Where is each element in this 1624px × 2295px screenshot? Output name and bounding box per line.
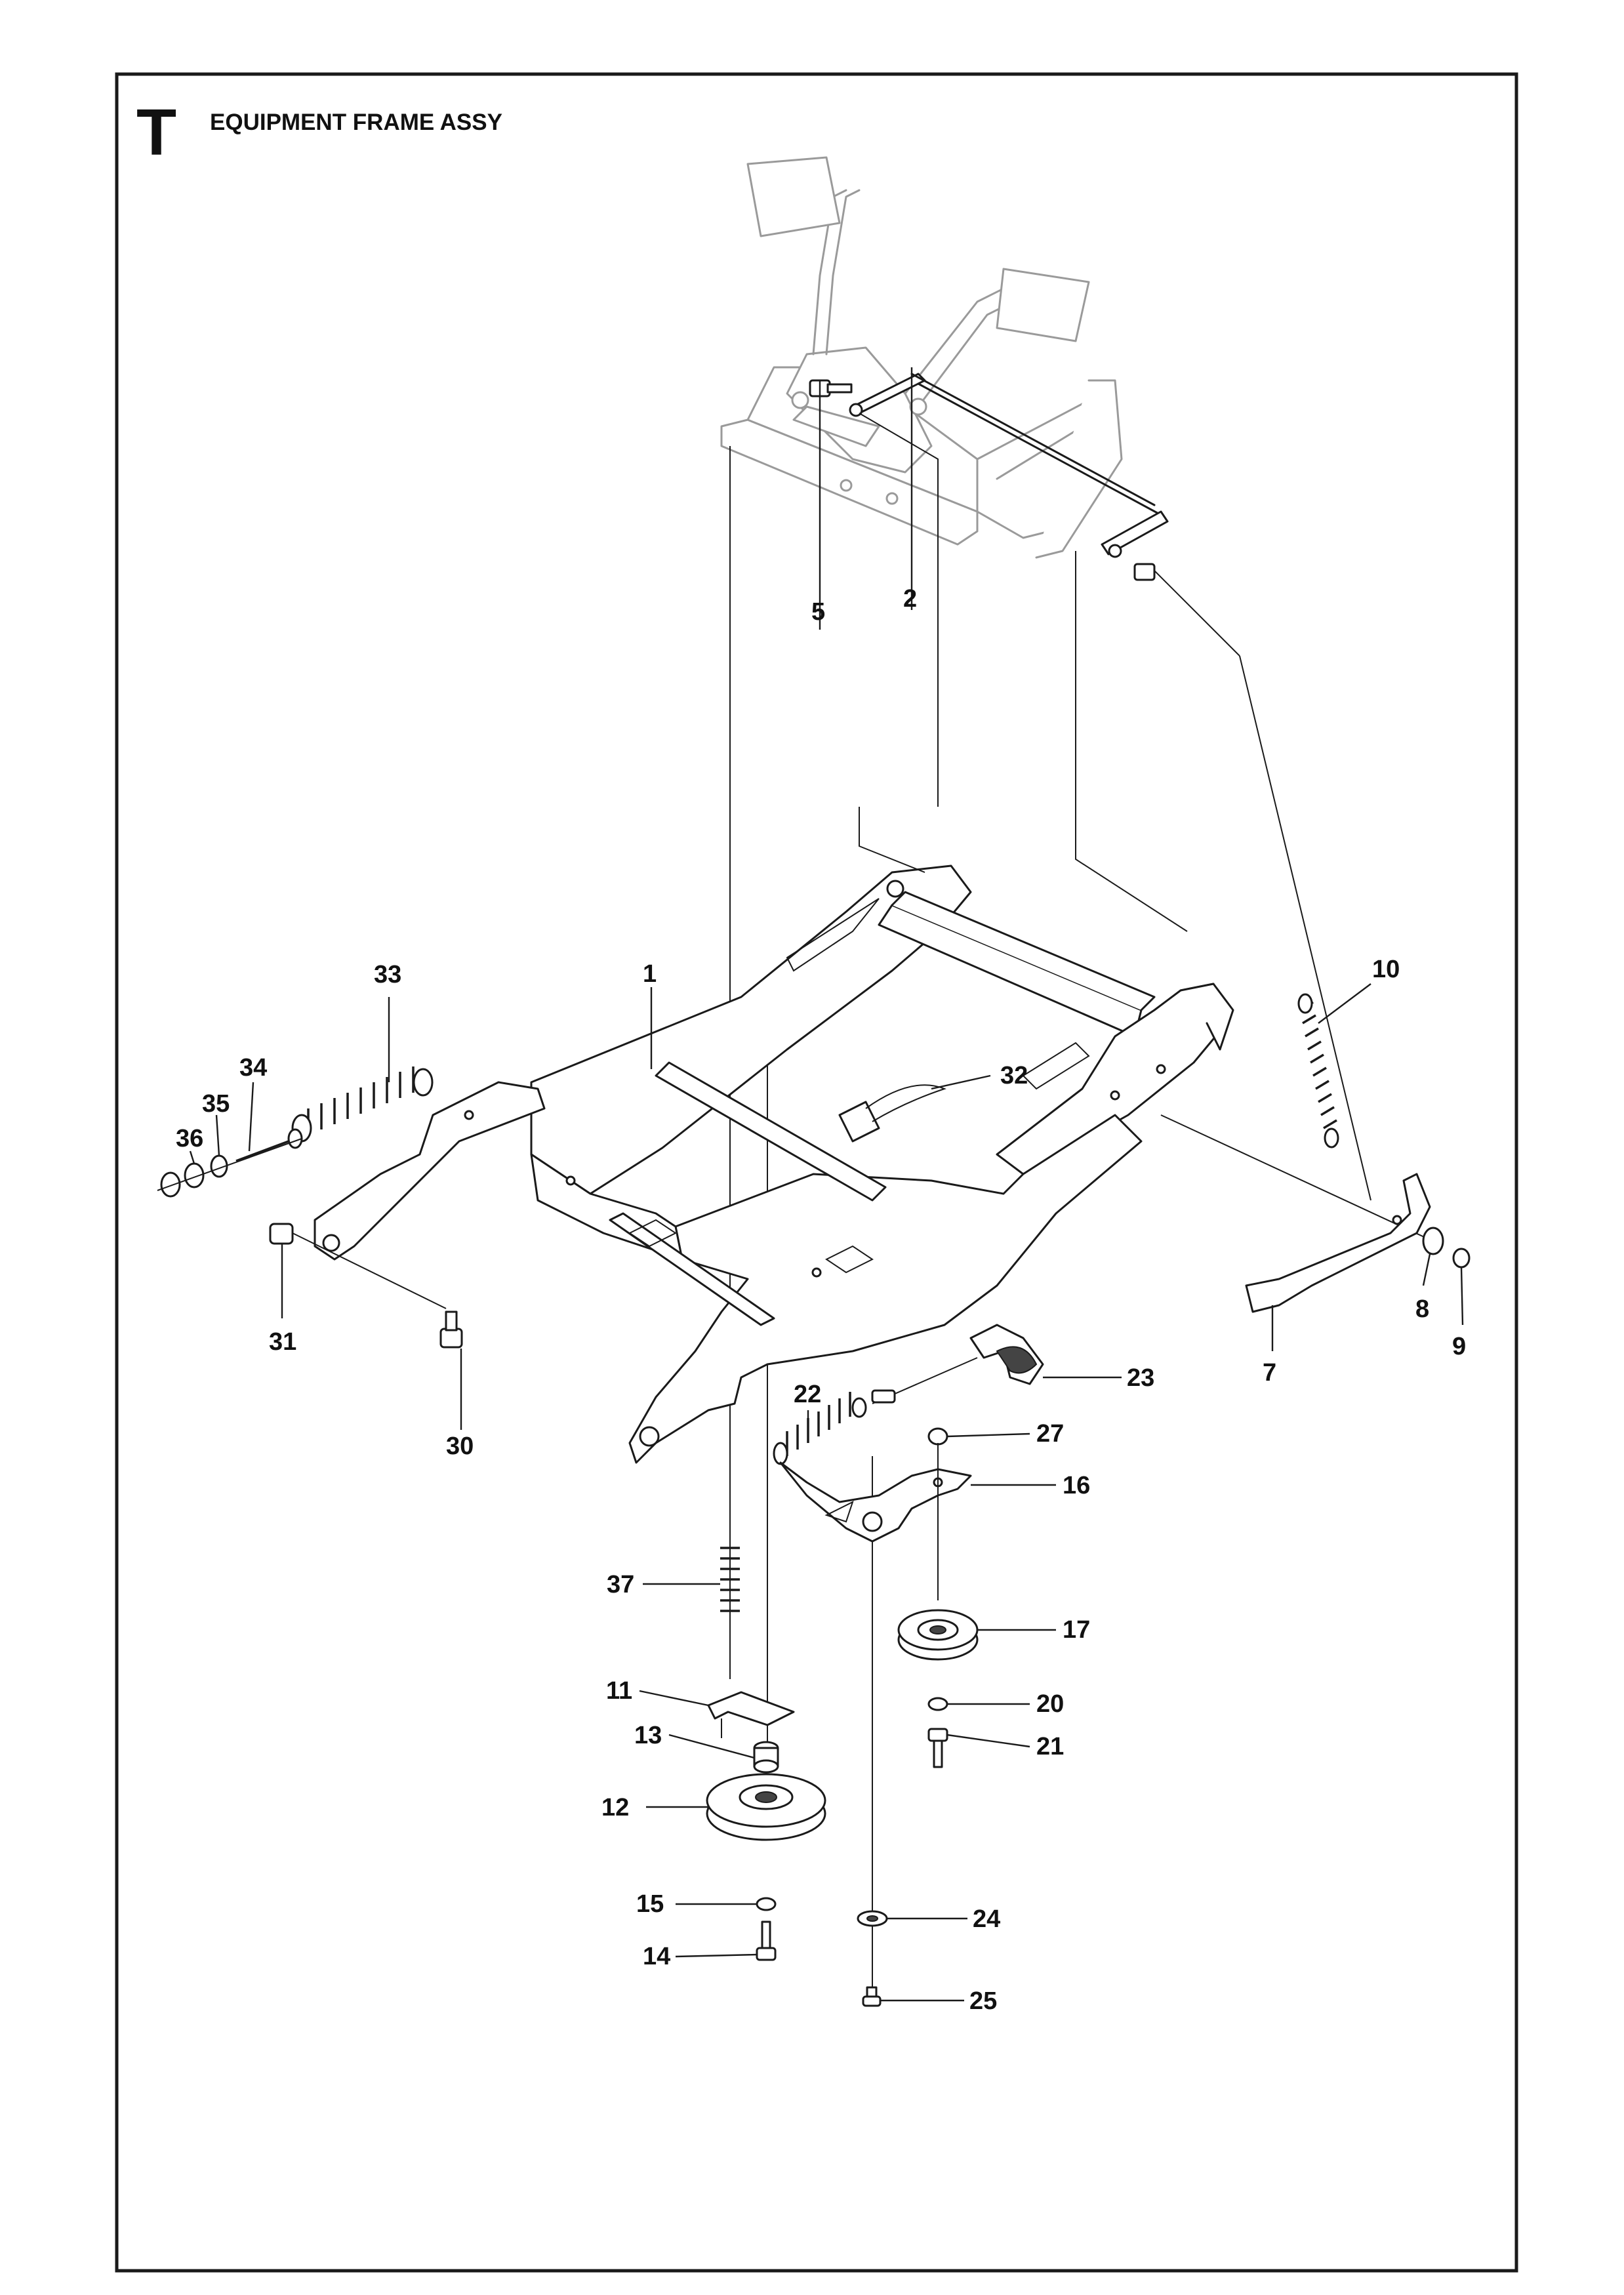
part-36-nut-2 bbox=[160, 1171, 181, 1198]
callout-14: 14 bbox=[643, 1943, 670, 1970]
callout-35: 35 bbox=[202, 1090, 230, 1118]
page-title: EQUIPMENT FRAME ASSY bbox=[210, 110, 502, 135]
part-10-spring bbox=[1297, 993, 1339, 1148]
rod-end-bolt bbox=[1133, 563, 1156, 581]
pedal-assembly-ghost bbox=[720, 156, 1123, 559]
part-13-bushing bbox=[753, 1741, 779, 1774]
callout-31: 31 bbox=[269, 1328, 296, 1356]
callout-7: 7 bbox=[1263, 1359, 1276, 1387]
callout-24: 24 bbox=[973, 1905, 1000, 1933]
section-letter: T bbox=[136, 96, 176, 169]
callout-33: 33 bbox=[374, 961, 401, 988]
part-9-screw bbox=[1452, 1248, 1471, 1269]
part-32-hairpin bbox=[838, 1084, 946, 1143]
part-27-nut bbox=[927, 1427, 948, 1446]
part-31-nut bbox=[269, 1223, 447, 1309]
part-14-bolt bbox=[756, 1920, 777, 1961]
left-pivot-arm bbox=[314, 1081, 546, 1261]
callout-32: 32 bbox=[1000, 1062, 1028, 1089]
part-37-spring bbox=[720, 1547, 740, 1612]
callout-17: 17 bbox=[1063, 1616, 1090, 1644]
callout-21: 21 bbox=[1036, 1733, 1064, 1760]
callout-labels: 1 2 5 7 8 9 10 11 12 13 14 15 16 17 20 2… bbox=[176, 585, 1466, 2015]
callout-36: 36 bbox=[176, 1125, 203, 1152]
callout-22: 22 bbox=[794, 1381, 821, 1408]
part-24-washer bbox=[857, 1910, 888, 1927]
equipment-frame bbox=[530, 864, 1234, 1464]
page-border bbox=[115, 72, 1518, 2273]
callout-13: 13 bbox=[634, 1722, 662, 1749]
callout-1: 1 bbox=[643, 960, 657, 988]
callout-10: 10 bbox=[1372, 956, 1400, 983]
callout-9: 9 bbox=[1452, 1333, 1466, 1360]
part-20-washer bbox=[927, 1697, 948, 1711]
part-8-washer bbox=[1422, 1227, 1444, 1255]
part-11-bracket bbox=[707, 1691, 795, 1738]
part-23-cable bbox=[871, 1324, 1044, 1404]
callout-8: 8 bbox=[1415, 1295, 1429, 1323]
callout-16: 16 bbox=[1063, 1472, 1090, 1499]
part-2-rod bbox=[849, 373, 1169, 558]
callout-5: 5 bbox=[811, 598, 825, 626]
callout-27: 27 bbox=[1036, 1420, 1064, 1448]
part-25-bolt bbox=[862, 1986, 882, 2007]
callout-37: 37 bbox=[607, 1571, 634, 1598]
part-16-idler-bracket bbox=[779, 1461, 972, 1543]
callout-leaders bbox=[189, 367, 1464, 2002]
part-34-bolt bbox=[235, 1128, 303, 1162]
callout-15: 15 bbox=[636, 1890, 664, 1918]
callout-23: 23 bbox=[1127, 1364, 1154, 1392]
part-30-bolt bbox=[439, 1310, 463, 1349]
part-12-pulley bbox=[706, 1773, 826, 1841]
callout-30: 30 bbox=[446, 1432, 474, 1460]
callout-20: 20 bbox=[1036, 1690, 1064, 1718]
part-21-bolt bbox=[927, 1728, 948, 1768]
callout-2: 2 bbox=[903, 585, 917, 613]
callout-34: 34 bbox=[239, 1054, 267, 1082]
callout-11: 11 bbox=[606, 1677, 632, 1705]
part-15-washer bbox=[756, 1897, 777, 1911]
part-17-idler-pulley bbox=[897, 1609, 979, 1661]
callout-12: 12 bbox=[601, 1794, 629, 1821]
callout-25: 25 bbox=[969, 1987, 997, 2015]
part-7-lever bbox=[1245, 1173, 1431, 1313]
part-33-spring bbox=[291, 1066, 434, 1143]
